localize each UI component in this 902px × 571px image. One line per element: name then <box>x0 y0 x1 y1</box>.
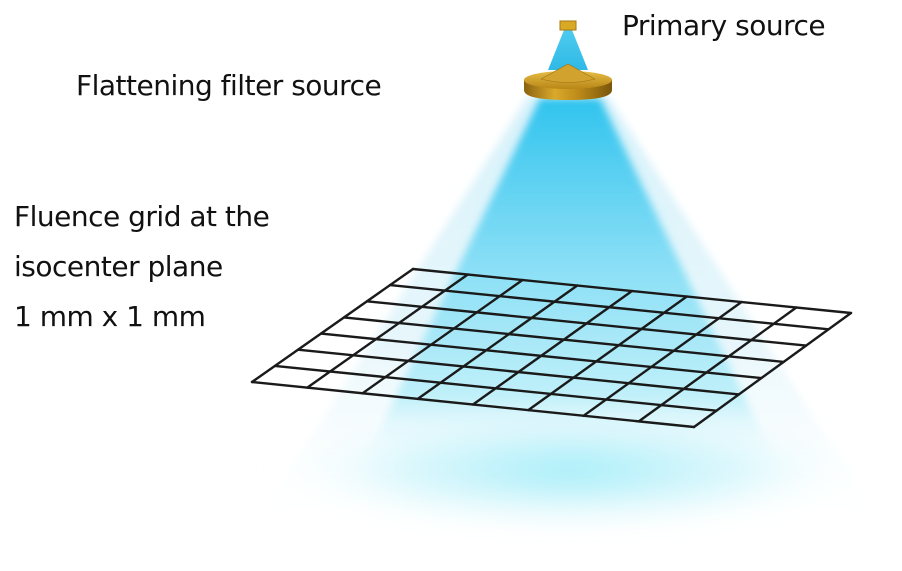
grid-line-row <box>319 332 763 380</box>
flattening-filter-cone <box>540 63 596 83</box>
primary-source-icon <box>559 20 577 31</box>
fluence-grid-label-line1: Fluence grid at the <box>14 200 270 233</box>
grid-line-row <box>411 267 853 315</box>
grid-line-column <box>692 311 853 429</box>
grid-line-row <box>342 316 785 364</box>
grid-line-row <box>296 348 741 396</box>
grid-line-column <box>250 267 415 384</box>
primary-beam-cone <box>548 30 588 70</box>
grid-line-column <box>361 278 524 395</box>
grid-line-column <box>527 295 688 412</box>
grid-line-row <box>388 283 830 331</box>
fluence-grid-label-line3: 1 mm x 1 mm <box>14 300 206 333</box>
grid-line-column <box>306 273 469 389</box>
fluence-grid <box>250 267 853 429</box>
grid-line-column <box>416 284 579 401</box>
grid-line-column <box>582 300 743 417</box>
flattening-filter-label: Flattening filter source <box>76 69 382 102</box>
grid-line-column <box>637 306 798 423</box>
grid-line-row <box>365 300 808 347</box>
grid-line-column <box>471 289 634 406</box>
primary-source-label: Primary source <box>622 9 826 42</box>
fluence-grid-label-line2: isocenter plane <box>14 250 223 283</box>
grid-line-row <box>273 364 718 412</box>
grid-line-row <box>250 380 696 429</box>
beam-light-pool <box>270 410 870 530</box>
